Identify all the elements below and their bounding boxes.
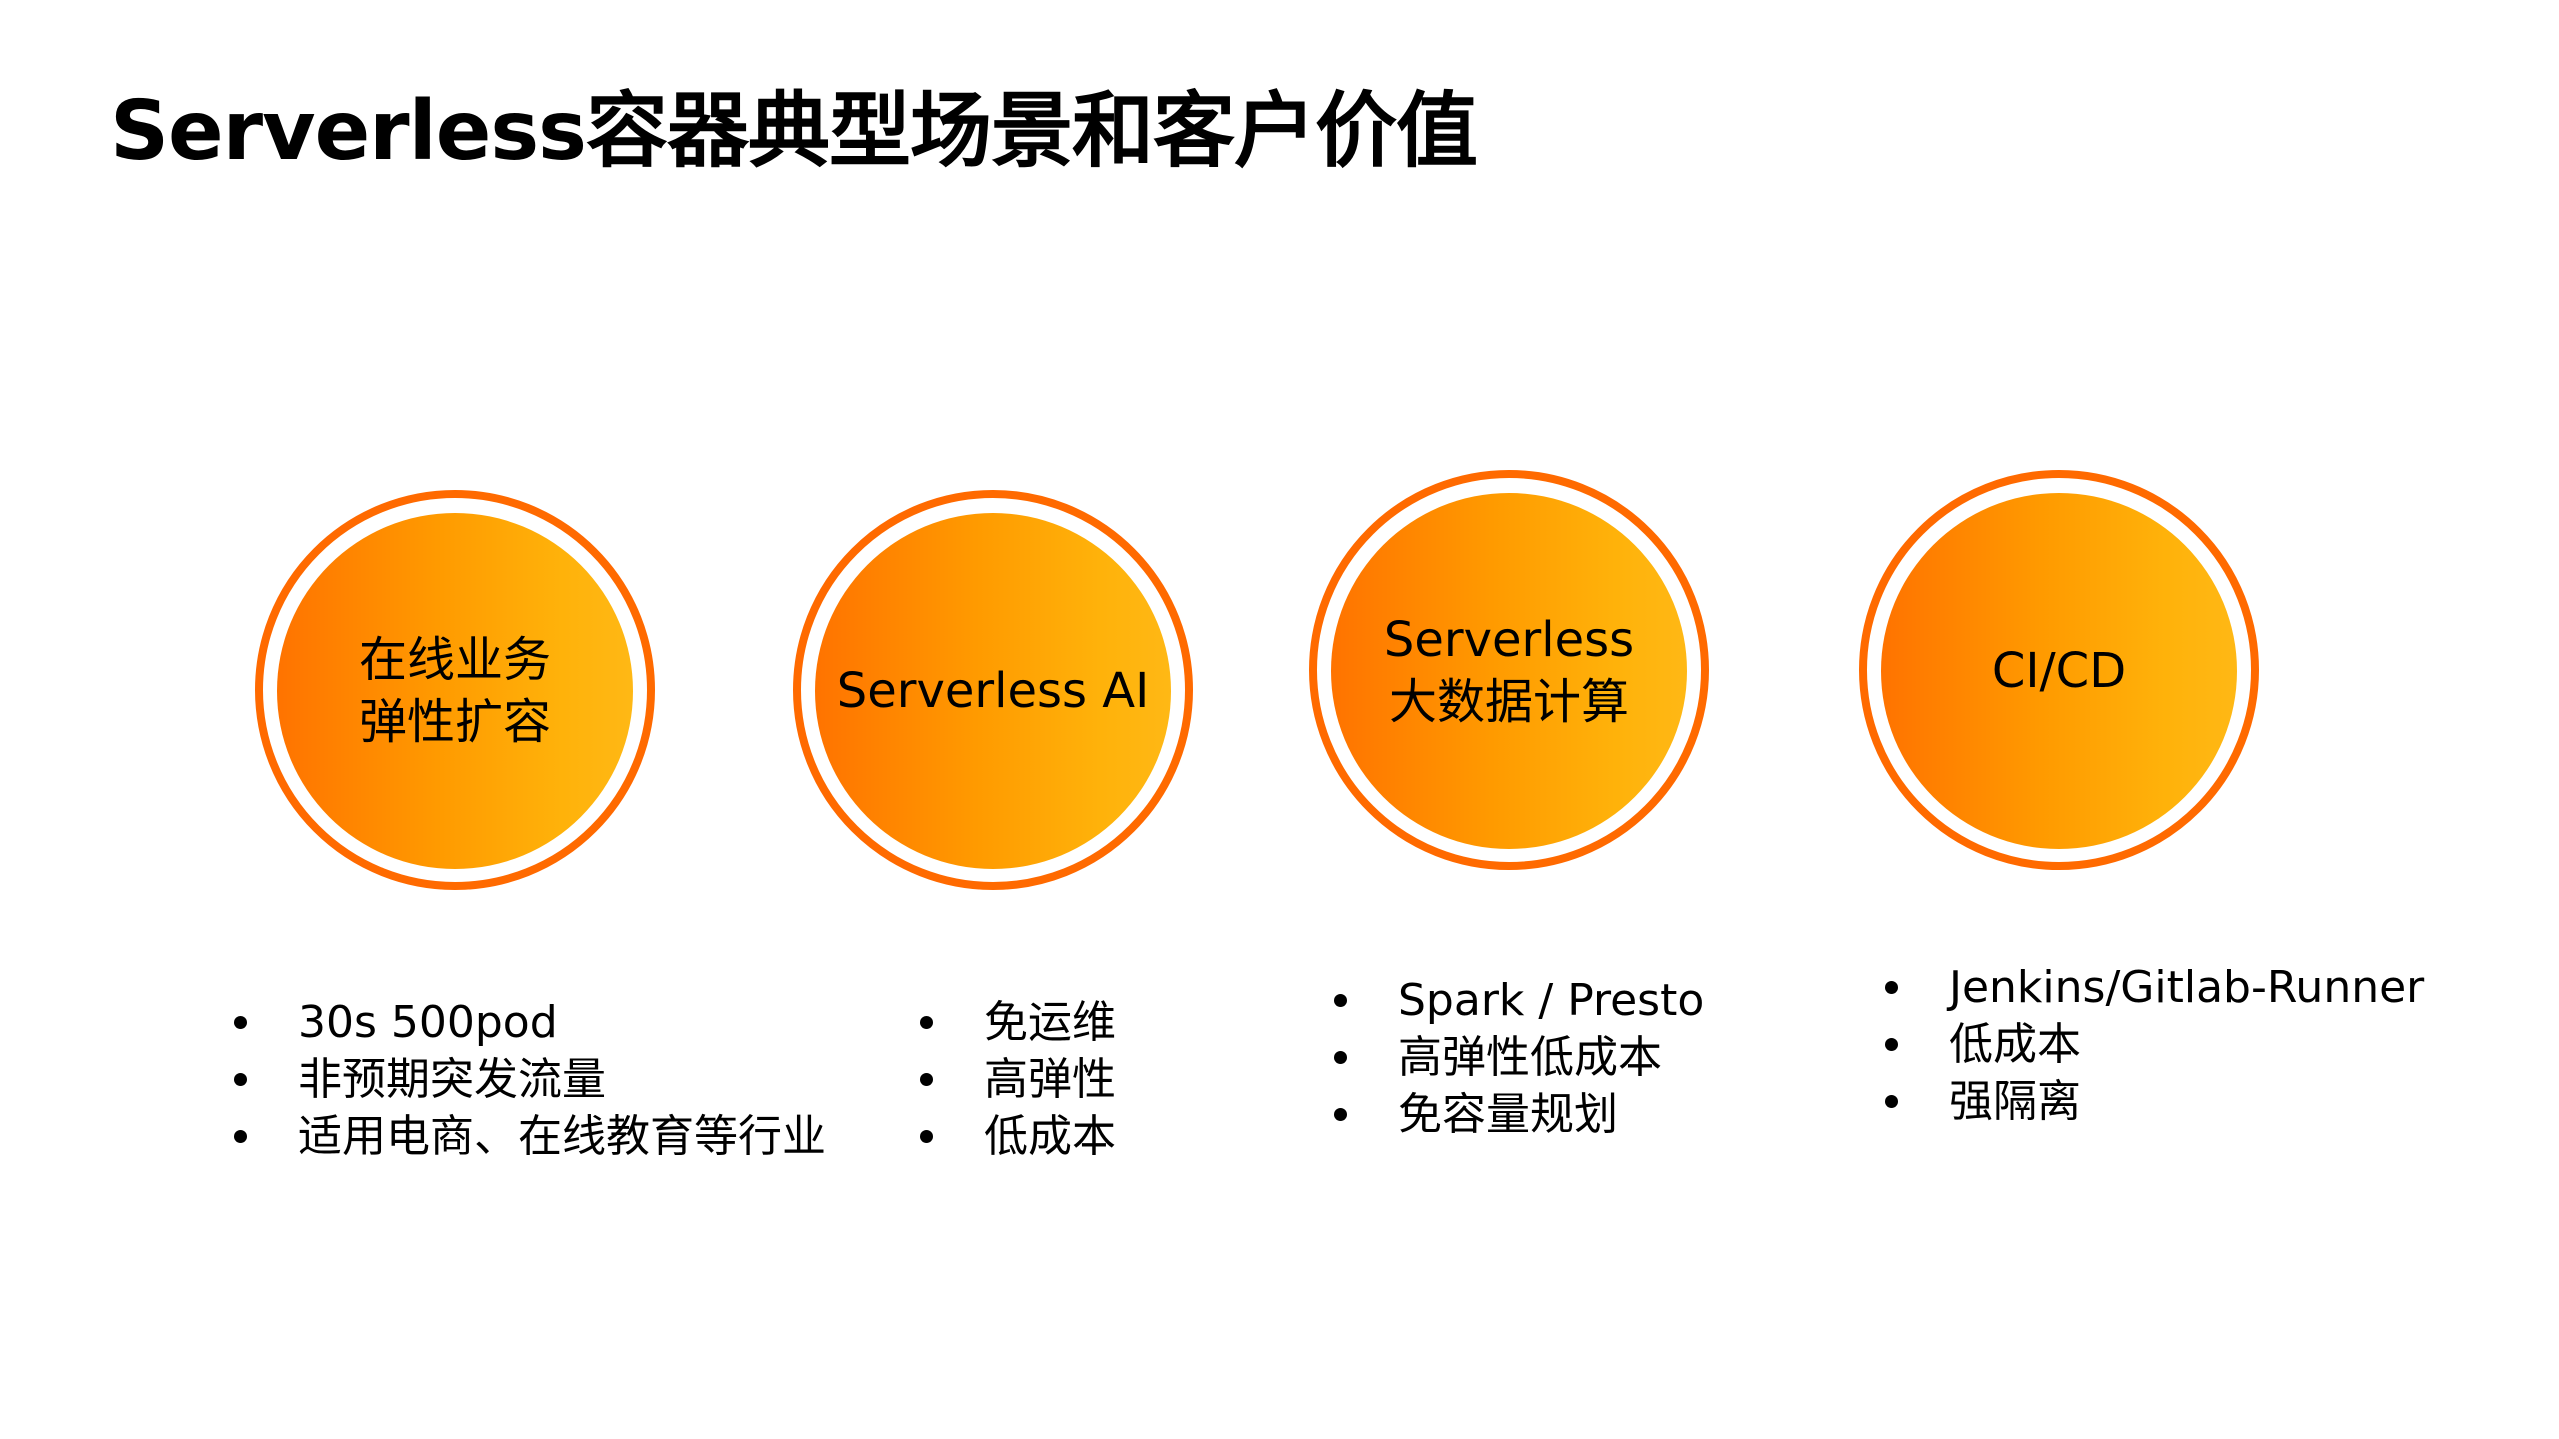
list-item-text: 高弹性 [984, 1054, 1116, 1105]
list-item: 低成本 [920, 1108, 1116, 1165]
list-item-text: 低成本 [1949, 1019, 2081, 1070]
bullet-icon [234, 1130, 247, 1143]
scenario-circle-fill: Serverless AI [815, 513, 1171, 869]
list-item: 免运维 [920, 994, 1116, 1051]
scenario-label: Serverless AI [837, 660, 1150, 722]
bullet-icon [1885, 1095, 1898, 1108]
list-item: 非预期突发流量 [234, 1051, 826, 1108]
list-item-text: 30s 500pod [298, 997, 558, 1048]
list-item: 适用电商、在线教育等行业 [234, 1108, 826, 1165]
bullet-icon [234, 1073, 247, 1086]
bullet-icon [1334, 994, 1347, 1007]
scenario-label-line: 在线业务 [358, 632, 551, 688]
scenario-circle-online-business: 在线业务 弹性扩容 [255, 490, 655, 890]
list-item-text: 免容量规划 [1398, 1089, 1618, 1140]
slide-title: Serverless容器典型场景和客户价值 [110, 84, 1478, 179]
bullet-icon [1334, 1108, 1347, 1121]
scenario-value-list-cicd: Jenkins/Gitlab-Runner 低成本 强隔离 [1885, 959, 2425, 1130]
list-item-text: 适用电商、在线教育等行业 [298, 1111, 826, 1162]
list-item: 强隔离 [1885, 1073, 2424, 1130]
scenario-value-list-serverless-ai: 免运维 高弹性 低成本 [920, 994, 1116, 1165]
scenario-circle-fill: Serverless 大数据计算 [1331, 493, 1687, 849]
list-item-text: 非预期突发流量 [298, 1054, 606, 1105]
list-item: 免容量规划 [1334, 1086, 1704, 1143]
list-item-text: 高弹性低成本 [1398, 1032, 1662, 1083]
scenario-value-list-big-data: Spark / Presto 高弹性低成本 免容量规划 [1334, 972, 1705, 1143]
bullet-icon [920, 1130, 933, 1143]
bullet-icon [920, 1016, 933, 1029]
list-item-text: 免运维 [984, 997, 1116, 1048]
list-item: 30s 500pod [234, 994, 826, 1051]
list-item-text: 低成本 [984, 1111, 1116, 1162]
bullet-icon [1885, 1038, 1898, 1051]
list-item: 高弹性低成本 [1334, 1029, 1704, 1086]
scenario-label-line: CI/CD [1991, 643, 2127, 699]
scenario-label-line: 大数据计算 [1388, 674, 1629, 730]
list-item-text: Spark / Presto [1398, 975, 1705, 1026]
scenario-label: 在线业务 弹性扩容 [359, 629, 551, 753]
scenario-label-line: Serverless [1383, 612, 1635, 668]
scenario-circle-big-data: Serverless 大数据计算 [1309, 470, 1709, 870]
list-item: 高弹性 [920, 1051, 1116, 1108]
scenario-circle-serverless-ai: Serverless AI [793, 490, 1193, 890]
scenario-label: CI/CD [1992, 640, 2126, 702]
bullet-icon [234, 1016, 247, 1029]
scenario-circle-cicd: CI/CD [1859, 470, 2259, 870]
scenario-circle-fill: 在线业务 弹性扩容 [277, 513, 633, 869]
list-item: 低成本 [1885, 1016, 2424, 1073]
list-item-text: Jenkins/Gitlab-Runner [1949, 962, 2425, 1013]
list-item: Jenkins/Gitlab-Runner [1885, 959, 2425, 1016]
scenario-value-list-online-business: 30s 500pod 非预期突发流量 适用电商、在线教育等行业 [234, 994, 826, 1165]
scenario-label-line: Serverless AI [836, 663, 1150, 719]
scenario-circle-fill: CI/CD [1881, 493, 2237, 849]
scenario-label: Serverless 大数据计算 [1384, 609, 1634, 733]
list-item-text: 强隔离 [1949, 1076, 2081, 1127]
scenario-label-line: 弹性扩容 [358, 694, 551, 750]
list-item: Spark / Presto [1334, 972, 1705, 1029]
bullet-icon [1334, 1051, 1347, 1064]
bullet-icon [920, 1073, 933, 1086]
bullet-icon [1885, 981, 1898, 994]
